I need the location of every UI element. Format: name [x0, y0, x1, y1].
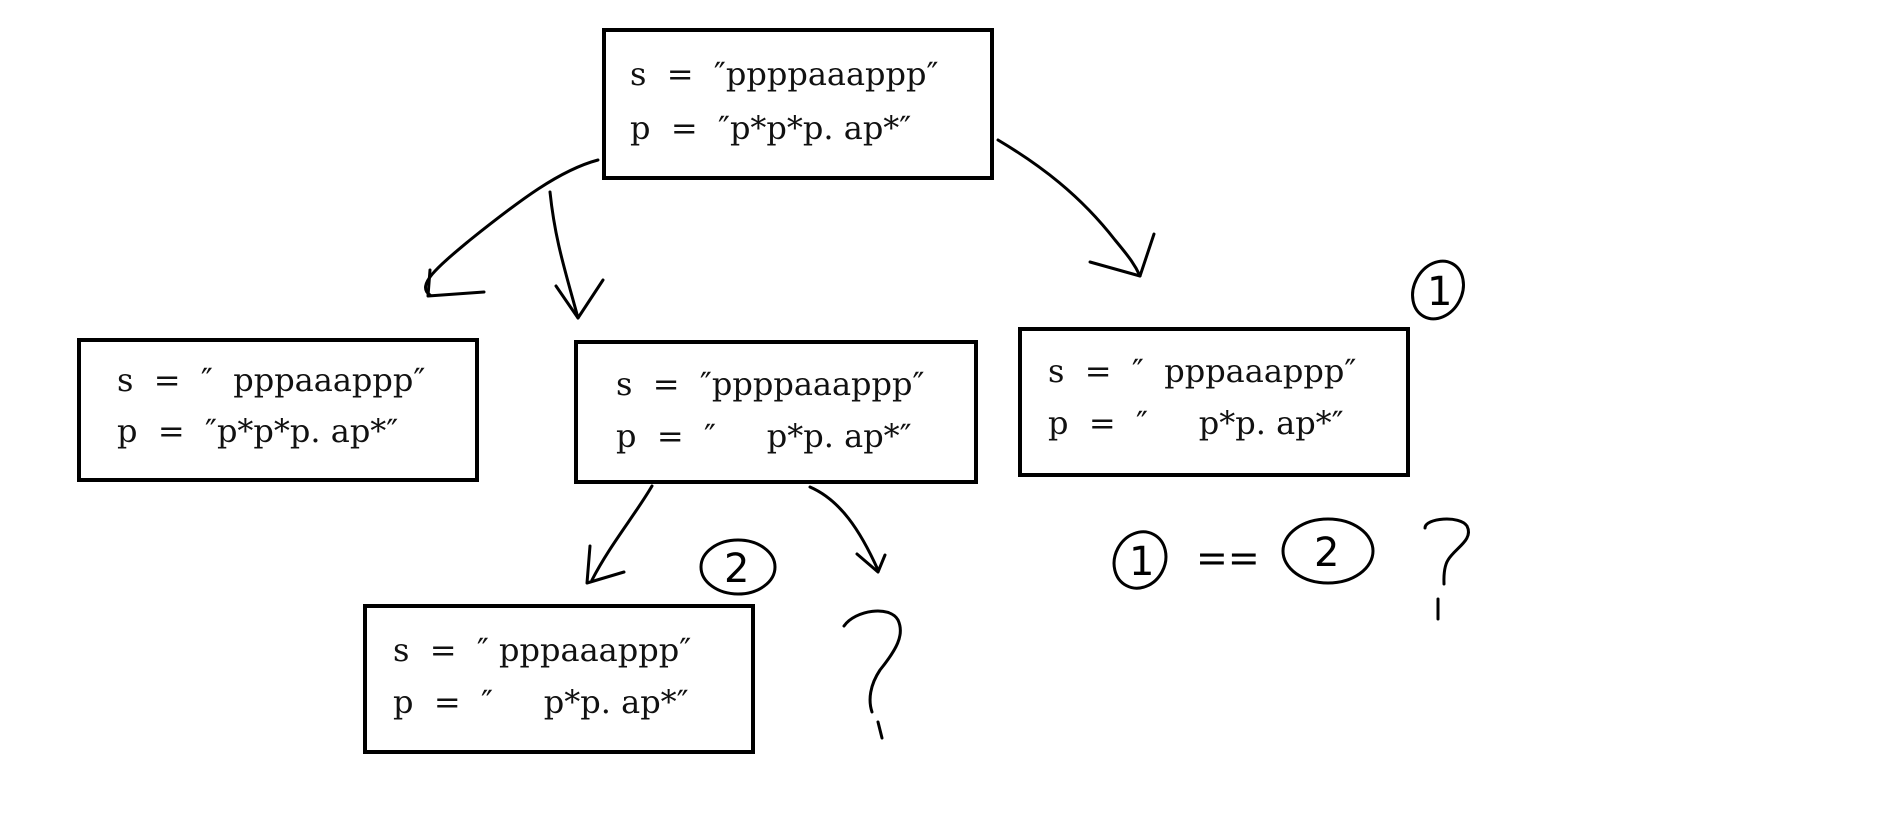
equation-operator: ==	[1196, 536, 1260, 580]
equation-circle-2-ring	[1281, 517, 1375, 585]
equation-circle-1-ring	[1112, 530, 1168, 590]
right-p-line: p = ″ p*p. ap*″	[1048, 404, 1344, 442]
left-p-line: p = ″p*p*p. ap*″	[117, 412, 399, 450]
arrow-middle-to-bottom	[590, 484, 654, 582]
right-s-line: s = ″ pppaaappp″	[1048, 352, 1357, 390]
equation-2-label: 2	[1314, 530, 1339, 576]
question-mark-dot	[876, 720, 884, 740]
middle-p-line: p = ″ p*p. ap*″	[616, 417, 912, 455]
arrow-root-to-left	[424, 158, 600, 297]
question-mark-stroke	[842, 609, 902, 714]
arrow-middle-to-unknown	[808, 485, 880, 572]
left-s-line: s = ″ pppaaappp″	[117, 361, 426, 399]
arrowhead-middle-to-unknown	[855, 552, 887, 574]
arrowhead-middle-to-bottom	[585, 544, 626, 585]
circle-2-ring	[699, 538, 777, 596]
arrowhead-root-to-left	[426, 268, 486, 298]
right-node: s = ″ pppaaappp″ p = ″ p*p. ap*″	[1018, 327, 1410, 477]
root-p-line: p = ″p*p*p. ap*″	[630, 109, 912, 147]
equation-question-stroke	[1423, 517, 1470, 586]
middle-node: s = ″ppppaaappp″ p = ″ p*p. ap*″	[574, 340, 978, 484]
root-s-line: s = ″ppppaaappp″	[630, 55, 939, 93]
root-node: s = ″ppppaaappp″ p = ″p*p*p. ap*″	[602, 28, 994, 180]
arrowhead-root-to-middle	[554, 278, 605, 320]
arrow-root-to-middle	[548, 190, 580, 320]
left-node: s = ″ pppaaappp″ p = ″p*p*p. ap*″	[77, 338, 479, 482]
bottom-node: s = ″ pppaaappp″ p = ″ p*p. ap*″	[363, 604, 755, 754]
bottom-p-line: p = ″ p*p. ap*″	[393, 683, 689, 721]
arrowhead-root-to-right	[1088, 232, 1156, 278]
circle-2-label: 2	[724, 546, 749, 592]
bottom-s-line: s = ″ pppaaappp″	[393, 631, 692, 669]
middle-s-line: s = ″ppppaaappp″	[616, 365, 925, 403]
equation-1-label: 1	[1129, 539, 1154, 585]
circle-1-ring	[1411, 259, 1465, 321]
circle-1-label: 1	[1427, 269, 1452, 315]
arrow-root-to-right	[996, 138, 1142, 278]
